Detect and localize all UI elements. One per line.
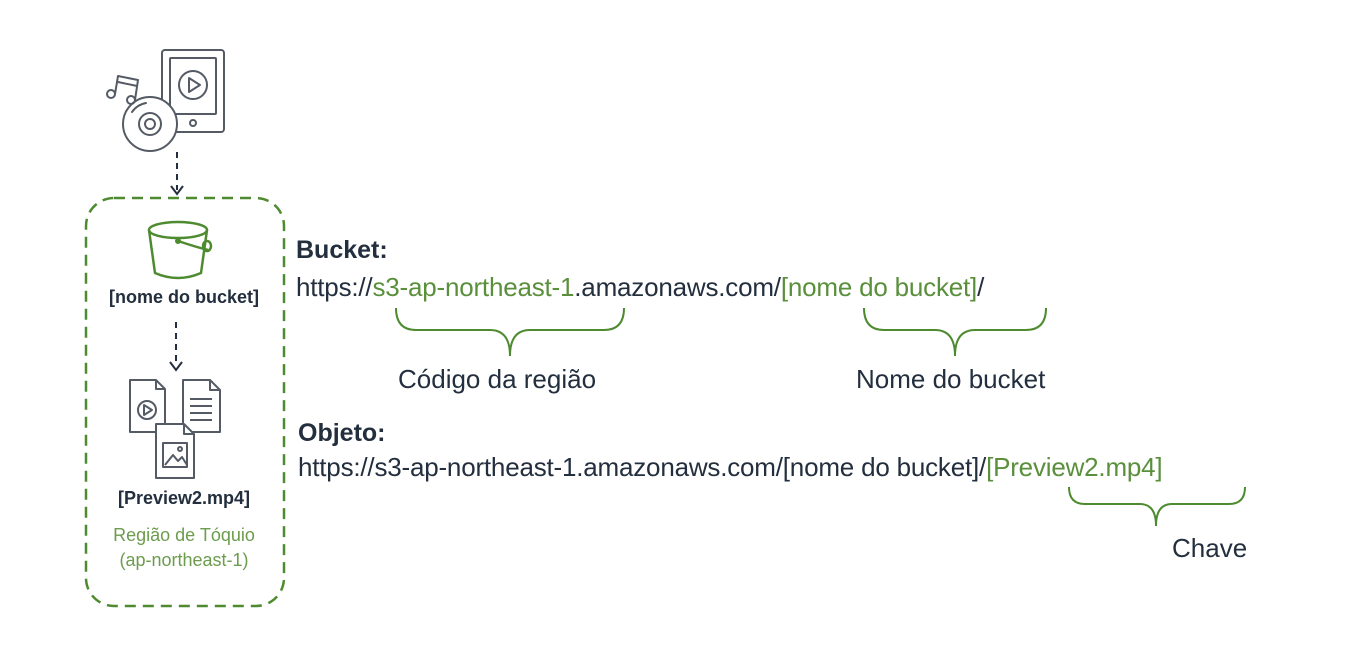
bucket-url-domain: .amazonaws.com/	[574, 272, 781, 302]
region-label: Região de Tóquio	[113, 525, 255, 545]
object-url-base: https://s3-ap-northeast-1.amazonaws.com/…	[298, 452, 987, 482]
arrow-devices-to-bucket	[170, 152, 184, 196]
object-url-key: [Preview2.mp4]	[986, 452, 1163, 482]
key-brace-label: Chave	[1172, 533, 1248, 563]
object-heading: Objeto:	[298, 419, 386, 447]
bucket-heading: Bucket:	[296, 236, 388, 264]
object-name-caption: [Preview2.mp4]	[117, 488, 251, 508]
objects-files-icon	[129, 379, 221, 479]
bucket-url-prefix: https://	[296, 272, 373, 302]
bucket-url-suffix: /	[977, 272, 985, 302]
region-code-brace-label: Código da região	[398, 364, 597, 394]
media-devices-icon	[106, 49, 225, 152]
region-box	[84, 196, 286, 608]
bucket-name-brace-label: Nome do bucket	[856, 364, 1046, 394]
region-code-label: (ap-northeast-1)	[119, 550, 249, 570]
arrow-bucket-to-objects	[169, 322, 183, 372]
s3-bucket-icon	[147, 220, 213, 280]
bucket-name-brace	[863, 307, 1047, 357]
key-brace	[1068, 486, 1246, 527]
bucket-url: https://s3-ap-northeast-1.amazonaws.com/…	[296, 272, 984, 303]
object-url: https://s3-ap-northeast-1.amazonaws.com/…	[298, 452, 1163, 483]
bucket-name-caption: [nome do bucket]	[108, 287, 259, 307]
bucket-url-region: s3-ap-northeast-1	[372, 272, 575, 302]
region-code-brace	[395, 307, 625, 357]
bucket-url-bucket: [nome do bucket]	[780, 272, 978, 302]
